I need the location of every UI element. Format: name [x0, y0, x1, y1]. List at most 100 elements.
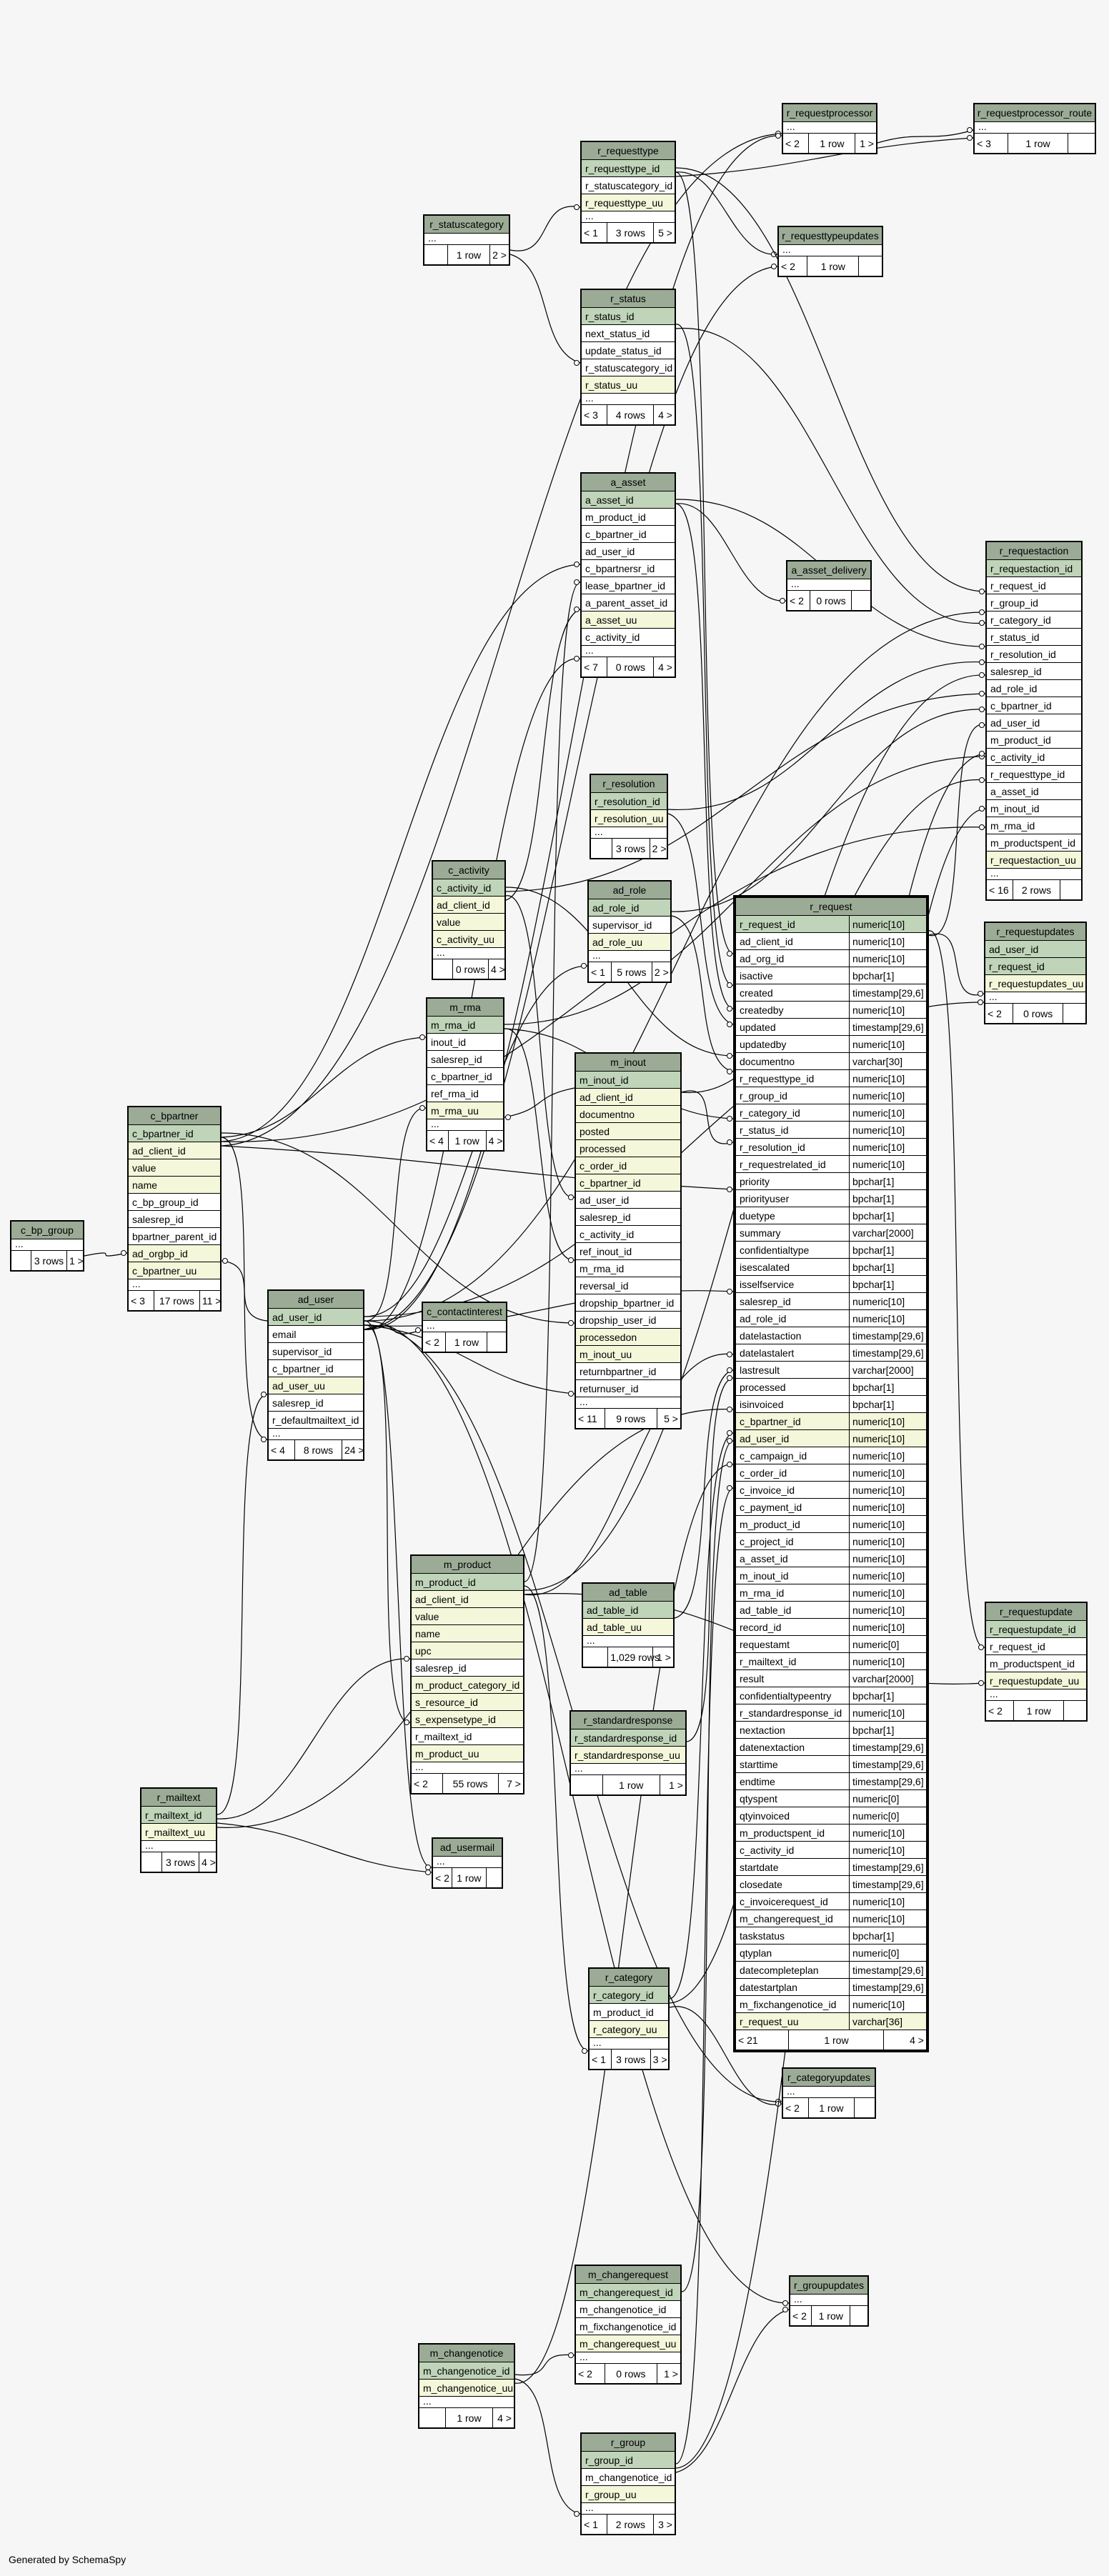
parent-count[interactable]: < 4	[269, 1440, 295, 1459]
child-count[interactable]: 4 >	[202, 1857, 216, 1868]
child-count[interactable]: 2 >	[652, 843, 667, 854]
row-count[interactable]: 1 row	[446, 2408, 493, 2427]
parent-count[interactable]	[433, 959, 453, 979]
row-count[interactable]: 3 rows	[162, 1852, 200, 1872]
child-count[interactable]	[487, 1868, 502, 1887]
row-count[interactable]: 17 rows	[154, 1291, 200, 1310]
row-count[interactable]: 1 row	[789, 2030, 885, 2050]
parent-count[interactable]: < 2	[787, 591, 811, 610]
child-count[interactable]: 4 >	[658, 409, 672, 421]
child-count[interactable]	[1068, 134, 1095, 153]
parent-count[interactable]: < 1	[582, 223, 608, 242]
child-count[interactable]: 2 >	[654, 967, 669, 978]
child-count[interactable]: 1 >	[860, 138, 874, 149]
row-count[interactable]: 1 row	[807, 256, 860, 276]
child-count[interactable]	[1063, 1004, 1085, 1023]
row-count[interactable]: 1 row	[1014, 1701, 1065, 1720]
row-count[interactable]: 1 row	[809, 134, 856, 153]
parent-count[interactable]: < 2	[783, 134, 810, 153]
parent-count[interactable]	[141, 1852, 163, 1872]
row-count[interactable]: 1 row	[812, 2306, 851, 2325]
child-count[interactable]: 5 >	[658, 227, 672, 239]
parent-count[interactable]	[583, 1647, 609, 1667]
row-count[interactable]: 3 rows	[612, 839, 650, 858]
row-count[interactable]: 0 rows	[453, 959, 489, 979]
child-count[interactable]: 11 >	[202, 1295, 222, 1307]
parent-count[interactable]: < 2	[790, 2306, 812, 2325]
child-count[interactable]: 1 >	[669, 1779, 683, 1791]
parent-count[interactable]	[419, 2408, 446, 2427]
row-count[interactable]: 1 row	[449, 1131, 487, 1150]
row-count[interactable]: 55 rows	[443, 1774, 499, 1793]
child-count[interactable]: 1 >	[664, 2368, 678, 2380]
child-count[interactable]	[850, 2306, 867, 2325]
row-count[interactable]: 1,029 rows	[608, 1647, 660, 1667]
child-count[interactable]	[855, 2098, 875, 2117]
child-count[interactable]	[1060, 880, 1081, 899]
row-count[interactable]: 9 rows	[605, 1409, 657, 1428]
parent-count[interactable]: < 2	[423, 1332, 447, 1352]
parent-count[interactable]	[591, 839, 612, 858]
parent-count[interactable]: < 3	[975, 134, 1009, 153]
row-count[interactable]: 0 rows	[1013, 1004, 1064, 1023]
parent-count[interactable]: < 1	[589, 962, 612, 982]
row-count[interactable]: 1 row	[603, 1775, 660, 1794]
child-count[interactable]: 24 >	[344, 1444, 364, 1456]
child-count[interactable]	[852, 591, 870, 610]
row-count[interactable]: 2 rows	[1013, 880, 1060, 899]
parent-count[interactable]: < 2	[783, 2098, 809, 2117]
parent-count[interactable]: < 2	[576, 2364, 605, 2383]
parent-count[interactable]: < 3	[582, 405, 608, 424]
row-count[interactable]: 8 rows	[295, 1440, 342, 1459]
parent-count[interactable]	[571, 1775, 603, 1794]
parent-count[interactable]: < 16	[987, 880, 1013, 899]
child-count[interactable]: 4 >	[658, 662, 672, 673]
child-count[interactable]: 3 >	[658, 2519, 672, 2530]
row-count[interactable]: 3 rows	[607, 223, 655, 242]
child-count[interactable]: 4 >	[491, 964, 505, 975]
parent-count[interactable]: < 4	[427, 1131, 449, 1150]
child-count[interactable]: 4 >	[488, 1135, 503, 1147]
child-count[interactable]: 1 >	[657, 1652, 671, 1663]
parent-count[interactable]: < 2	[412, 1774, 443, 1793]
child-count[interactable]	[1064, 1701, 1086, 1720]
row-count[interactable]: 3 rows	[31, 1251, 67, 1270]
row-count[interactable]: 5 rows	[612, 962, 652, 982]
child-count[interactable]: 1 >	[69, 1255, 84, 1267]
parent-count[interactable]: < 11	[576, 1409, 605, 1428]
parent-count[interactable]: < 7	[582, 657, 608, 677]
row-count[interactable]: 0 rows	[810, 591, 852, 610]
parent-count[interactable]: < 1	[590, 2050, 612, 2069]
child-count[interactable]	[859, 256, 882, 276]
row-count[interactable]: 1 row	[809, 2098, 855, 2117]
parent-count[interactable]	[11, 1251, 31, 1270]
row-count[interactable]: 0 rows	[605, 2364, 657, 2383]
